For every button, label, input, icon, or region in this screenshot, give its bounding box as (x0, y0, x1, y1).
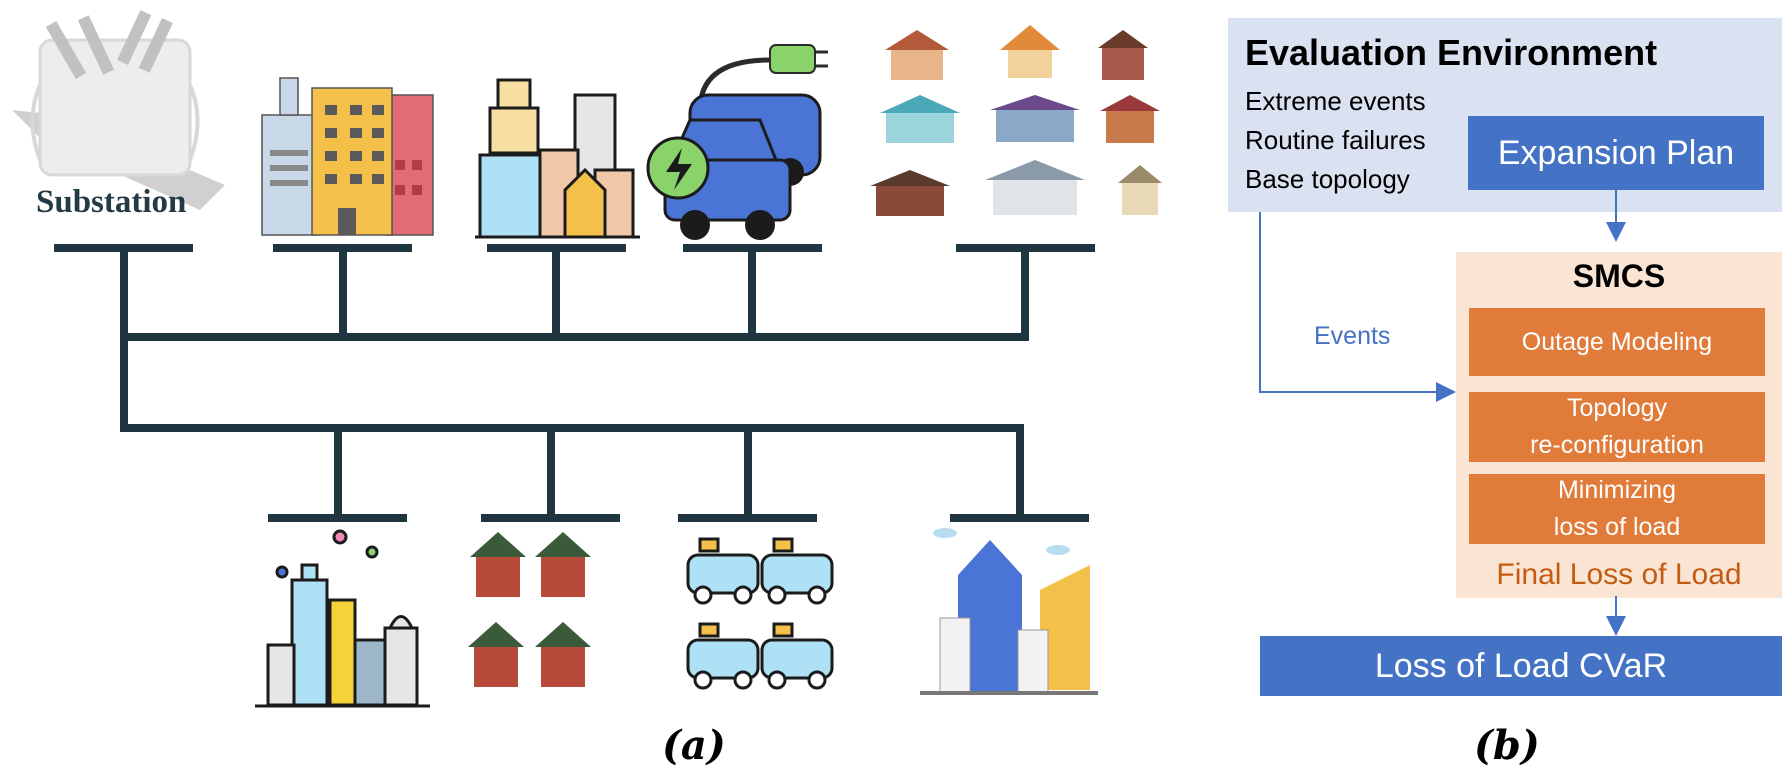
electric-cars-icon (686, 537, 834, 690)
bus-network (54, 244, 1095, 522)
panel-a-label: (a) (662, 722, 726, 769)
final-loss-of-load: Final Loss of Load (1496, 558, 1742, 591)
substation-label: Substation (36, 184, 187, 220)
expansion-plan-box: Expansion Plan (1468, 116, 1764, 190)
skyscrapers-icon (920, 528, 1098, 695)
transformer-icon (12, 10, 225, 210)
env-item-extreme-events: Extreme events (1245, 86, 1426, 116)
network-diagram (12, 10, 1162, 708)
city-buildings-icon (475, 78, 640, 239)
events-label: Events (1314, 322, 1391, 350)
topology-reconfiguration-box: Topology re-configuration (1469, 392, 1765, 462)
smart-city-icon (255, 529, 430, 708)
panel-b-label: (b) (1474, 722, 1540, 769)
evaluation-environment-title: Evaluation Environment (1245, 32, 1658, 73)
loss-of-load-cvar-box: Loss of Load CVaR (1260, 636, 1782, 696)
office-buildings-icon (261, 77, 434, 236)
env-item-base-topology: Base topology (1245, 164, 1410, 194)
minimizing-loss-box: Minimizing loss of load (1469, 474, 1765, 544)
outage-modeling-box: Outage Modeling (1469, 308, 1765, 376)
env-item-routine-failures: Routine failures (1245, 125, 1426, 155)
red-houses-icon (468, 532, 591, 687)
ev-charging-icon (646, 44, 828, 240)
arrow-events-to-smcs (1259, 212, 1456, 402)
smcs-title: SMCS (1572, 258, 1666, 294)
houses-grid-icon (870, 25, 1162, 216)
